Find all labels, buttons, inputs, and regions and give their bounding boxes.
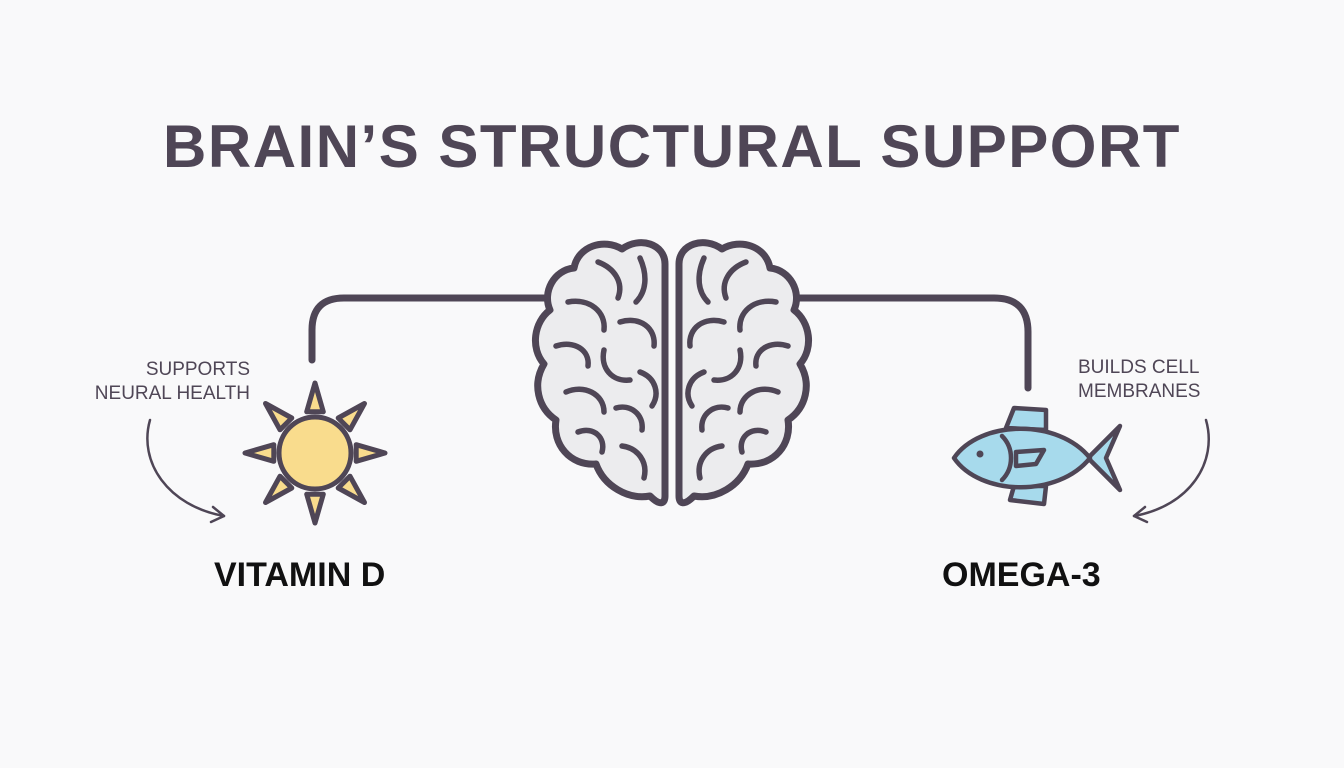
note-omega-3: BUILDS CELL MEMBRANES [1078, 356, 1298, 404]
note-vitamin-d: SUPPORTS NEURAL HEALTH [40, 358, 250, 406]
sun-ray [304, 380, 326, 415]
connector-right [792, 294, 1032, 392]
note-vitamin-d-line-2: NEURAL HEALTH [94, 383, 250, 404]
brain-icon [531, 239, 813, 507]
arrow-left [146, 418, 226, 524]
sun-ray [263, 401, 295, 433]
label-vitamin-d: VITAMIN D [214, 556, 386, 594]
connector-left [308, 294, 552, 364]
note-vitamin-d-line-1: SUPPORTS [145, 359, 250, 380]
sun-ray [304, 491, 326, 526]
sun-icon [242, 380, 388, 526]
sun-ray [242, 442, 277, 464]
fish-icon [951, 405, 1123, 507]
note-omega-3-line-1: BUILDS CELL [1078, 357, 1200, 378]
arrow-right [1132, 418, 1210, 524]
sun-ray [263, 473, 295, 505]
diagram-title: BRAIN’S STRUCTURAL SUPPORT [163, 113, 1181, 180]
note-omega-3-line-2: MEMBRANES [1078, 381, 1201, 402]
label-omega-3: OMEGA-3 [942, 556, 1101, 594]
sun-ray [335, 473, 367, 505]
sun-ray [353, 442, 388, 464]
sun-ray [335, 401, 367, 433]
